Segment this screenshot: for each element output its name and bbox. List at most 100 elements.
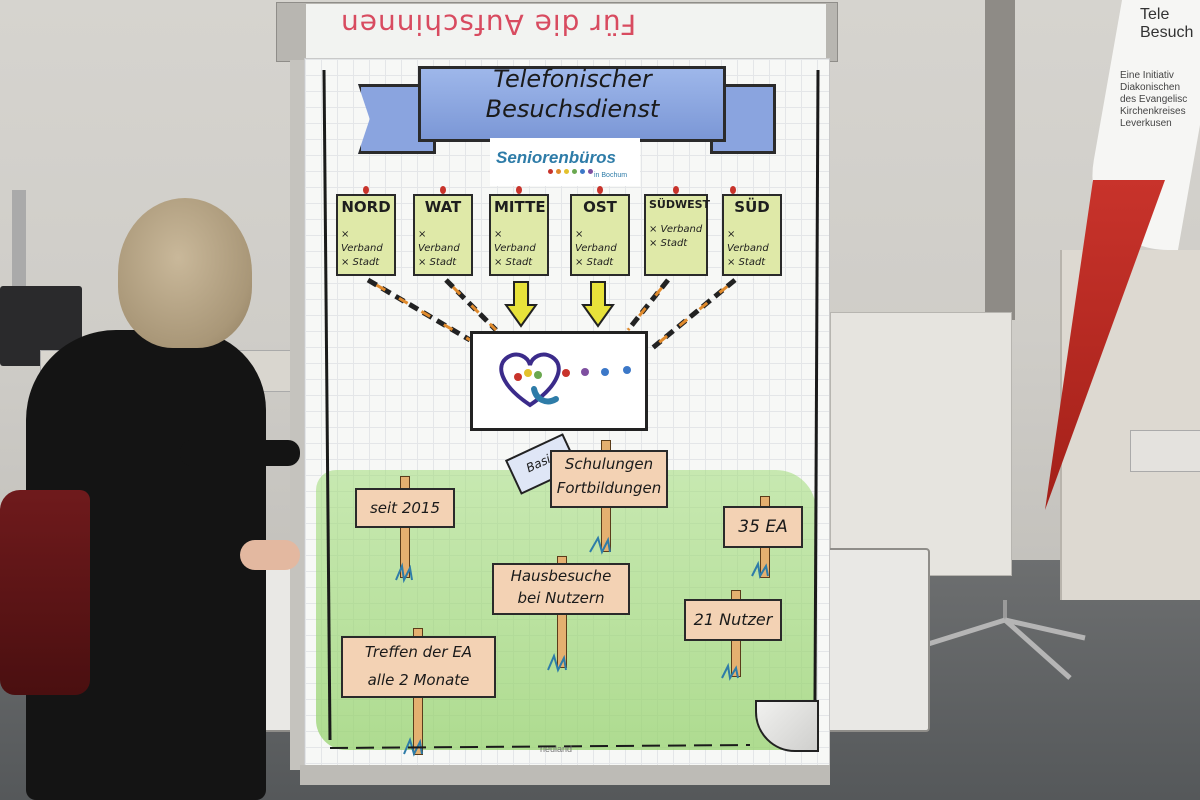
- heart-phone-icon: [499, 352, 631, 408]
- sign-hausbesuche: Hausbesuche bei Nutzern: [492, 563, 630, 615]
- logo-name: Seniorenbüros: [496, 148, 616, 167]
- region-line: × Verband: [649, 224, 703, 235]
- easel-leg: [290, 60, 304, 770]
- region-card-suedwest: SÜDWEST × Verband × Stadt: [644, 194, 711, 276]
- region-card-mitte: MITTE × Verband × Stadt: [489, 194, 549, 276]
- left-border-line: [322, 69, 332, 741]
- sign-35-ea: 35 EA: [723, 506, 803, 548]
- grass-tuft-icon: [589, 535, 611, 555]
- connector-suedwest-fill: [626, 279, 670, 331]
- pin-icon: [597, 186, 603, 194]
- easel-tray: [300, 765, 830, 785]
- grass-tuft-icon: [751, 560, 769, 579]
- person-arm: [180, 440, 300, 466]
- region-line: × Verband: [727, 229, 769, 254]
- banner-title-line: Besuch: [1140, 24, 1194, 41]
- logo-dot: [556, 169, 561, 174]
- title-line-1: Telefonischer: [493, 65, 652, 93]
- arrow-ost-icon: [581, 281, 615, 328]
- grass-tuft-icon: [395, 562, 413, 584]
- region-name: SÜDWEST: [649, 198, 711, 211]
- logo-dot: [548, 169, 553, 174]
- banner-subtitle: Eine Initiativ Diakonischen des Evangeli…: [1120, 70, 1200, 130]
- region-name: NORD: [341, 198, 391, 216]
- connector-suedwest: [626, 278, 670, 332]
- wall-cabinet: [830, 312, 1012, 576]
- region-line: × Stadt: [649, 238, 688, 249]
- flipchart-title: Telefonischer Besuchsdienst: [430, 64, 715, 124]
- sign-line: Treffen der EA: [364, 643, 473, 661]
- phone-heart-box: [470, 331, 648, 431]
- bottom-border-line: [329, 744, 751, 749]
- arrow-mitte-icon: [504, 281, 538, 328]
- seniorenbueros-logo: [490, 138, 640, 186]
- pin-icon: [673, 186, 679, 194]
- banner-title-line: Tele: [1140, 6, 1170, 23]
- flipped-sheet: [306, 4, 826, 64]
- logo-dot: [572, 169, 577, 174]
- connector-wat-fill: [444, 278, 498, 332]
- grass-tuft-icon: [403, 737, 423, 757]
- pin-icon: [440, 186, 446, 194]
- region-card-wat: WAT × Verband × Stadt: [413, 194, 473, 276]
- region-card-ost: OST × Verband × Stadt: [570, 194, 630, 276]
- logo-dot: [564, 169, 569, 174]
- region-line: × Stadt: [418, 257, 457, 268]
- logo-dots: [548, 169, 593, 174]
- sign-line: Hausbesuche: [510, 567, 612, 585]
- title-line-2: Besuchsdienst: [485, 95, 660, 123]
- footer-brand: neuland: [540, 744, 573, 754]
- region-card-nord: NORD × Verband × Stadt: [336, 194, 396, 276]
- pin-icon: [516, 186, 522, 194]
- sign-seit: seit 2015: [355, 488, 455, 528]
- sign-treffen: Treffen der EA alle 2 Monate: [341, 636, 496, 698]
- sign-schulungen: Schulungen Fortbildungen: [550, 450, 668, 508]
- side-desk: [1130, 430, 1200, 472]
- region-card-sued: SÜD × Verband × Stadt: [722, 194, 782, 276]
- region-line: × Verband: [575, 229, 617, 254]
- banner-title: Tele Besuch: [1140, 6, 1200, 42]
- lamp-arm: [12, 190, 26, 290]
- region-line: × Stadt: [341, 257, 380, 268]
- banner-sub-line: Leverkusen: [1120, 118, 1172, 129]
- grass-tuft-icon: [721, 662, 739, 681]
- region-line: × Stadt: [727, 257, 766, 268]
- ribbon-banner: [418, 66, 726, 142]
- region-line: × Verband: [494, 229, 536, 254]
- banner-sub-line: Kirchenkreises: [1120, 106, 1186, 117]
- connector-wat: [444, 278, 498, 332]
- region-line: × Verband: [341, 229, 383, 254]
- logo-dot: [588, 169, 593, 174]
- sign-line: alle 2 Monate: [367, 671, 470, 689]
- connector-nord-fill: [367, 278, 471, 342]
- logo-subtitle: in Bochum: [594, 172, 628, 179]
- banner-sub-line: des Evangelisc: [1120, 94, 1188, 105]
- sign-21-nutzer: 21 Nutzer: [684, 599, 782, 641]
- person-hand: [240, 540, 300, 570]
- sign-line: Fortbildungen: [556, 479, 662, 497]
- sign-line: Schulungen: [564, 455, 654, 473]
- pin-icon: [730, 186, 736, 194]
- region-line: × Stadt: [575, 257, 614, 268]
- region-line: × Stadt: [494, 257, 533, 268]
- banner-sub-line: Eine Initiativ: [1120, 70, 1174, 81]
- region-line: × Verband: [418, 229, 460, 254]
- person-head: [118, 198, 252, 348]
- pin-icon: [363, 186, 369, 194]
- region-name: WAT: [424, 198, 462, 216]
- grass-tuft-icon: [547, 653, 567, 673]
- handbag: [0, 490, 90, 695]
- region-name: MITTE: [494, 198, 546, 216]
- region-name: SÜD: [734, 198, 770, 216]
- banner-sub-line: Diakonischen: [1120, 82, 1181, 93]
- right-border-line: [813, 69, 820, 701]
- region-name: OST: [583, 198, 617, 216]
- connector-sued-fill: [649, 278, 736, 352]
- sign-line: bei Nutzern: [517, 589, 605, 607]
- logo-dot: [580, 169, 585, 174]
- door-frame: [985, 0, 1015, 320]
- banner-stand: [924, 600, 1086, 680]
